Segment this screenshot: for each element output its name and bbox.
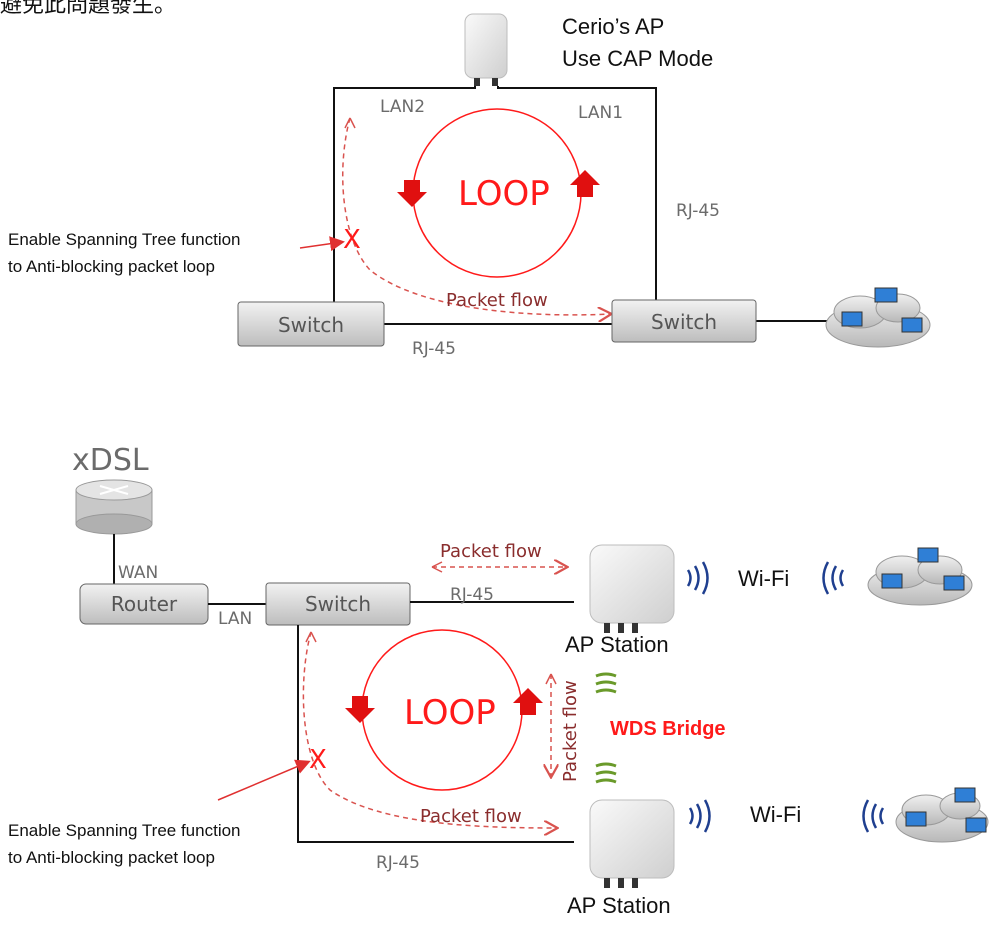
cable-lan1 [497, 86, 657, 300]
packet-flow-bottom-label: Packet flow [420, 806, 522, 827]
packet-flow-label: Packet flow [446, 290, 548, 311]
packet-flow-start-arrow-icon [344, 117, 356, 129]
block-x-mark-bottom: X [309, 745, 327, 775]
ap-station-top-label: AP Station [565, 632, 669, 657]
wifi-waves-out-bottom-icon [688, 799, 711, 833]
loop-down-arrow-bottom-icon [345, 696, 375, 723]
cable-lan2 [333, 86, 476, 302]
wds-signal-top-icon [595, 672, 617, 694]
spanning-text-line2: to Anti-blocking packet loop [8, 257, 215, 276]
router-label: Router [111, 592, 178, 616]
packet-flow-vertical-start-arrow-icon [545, 673, 557, 685]
wifi-waves-out-top-icon [686, 561, 709, 595]
top-diagram: Cerio’s AP Use CAP Mode LAN2 LAN1 RJ-45 … [8, 13, 931, 359]
bottom-diagram: xDSL WAN Router LAN Switch RJ-45 RJ-45 P… [8, 443, 989, 918]
switch-left: Switch [237, 301, 385, 347]
packet-flow-vertical-label: Packet flow [560, 680, 581, 782]
packet-flow-bottom-start-arrow-icon [305, 631, 317, 643]
loop-down-arrow-icon [397, 180, 427, 207]
switch-label: Switch [305, 592, 371, 616]
ap-station-bottom-icon [589, 799, 675, 888]
rj45-right-label: RJ-45 [676, 201, 720, 221]
network-cloud-icon [825, 287, 931, 348]
packet-flow-top-label: Packet flow [440, 541, 542, 562]
block-x-mark: X [343, 225, 361, 255]
wifi-bottom-label: Wi-Fi [750, 802, 801, 827]
switch-right: Switch [611, 299, 757, 343]
loop-up-arrow-icon [570, 170, 600, 197]
spanning-pointer-arrow [299, 236, 345, 252]
router-box: Router [79, 583, 209, 625]
packet-flow-bottom-path [302, 631, 556, 828]
switch-right-label: Switch [651, 310, 717, 334]
wds-signal-bottom-icon [595, 762, 617, 784]
wifi-waves-in-bottom-icon [862, 799, 885, 833]
spanning-text-bottom-line1: Enable Spanning Tree function [8, 821, 241, 840]
rj45-bottom-label: RJ-45 [412, 339, 456, 359]
ap-station-bottom-label: AP Station [567, 893, 671, 918]
switch-box: Switch [265, 582, 411, 626]
packet-flow-top-start-arrow-icon [431, 561, 443, 573]
switch-left-label: Switch [278, 313, 344, 337]
loop-label-bottom: LOOP [404, 693, 496, 733]
network-cloud-top-icon [867, 547, 973, 606]
cable-switch-ap-bottom [297, 625, 574, 843]
top-fragment-text: 避免此問題發生。 [0, 0, 176, 17]
spanning-text-line1: Enable Spanning Tree function [8, 230, 241, 249]
spanning-pointer-arrow-bottom [217, 759, 311, 801]
lan1-label: LAN1 [578, 103, 623, 123]
loop-label: LOOP [458, 174, 550, 214]
xdsl-label: xDSL [72, 443, 149, 478]
ap-station-top-icon [589, 544, 675, 633]
wifi-top-label: Wi-Fi [738, 566, 789, 591]
lan2-label: LAN2 [380, 97, 425, 117]
packet-flow-path [342, 117, 610, 315]
ap-caption-line2: Use CAP Mode [562, 46, 713, 71]
xdsl-router-icon [75, 479, 153, 535]
loop-up-arrow-bottom-icon [513, 688, 543, 715]
wan-label: WAN [118, 563, 158, 583]
network-cloud-bottom-icon [895, 787, 989, 843]
wifi-waves-in-top-icon [822, 561, 845, 595]
rj45-top-label: RJ-45 [450, 585, 494, 605]
rj45-bottom-label: RJ-45 [376, 853, 420, 873]
wds-bridge-label: WDS Bridge [610, 718, 726, 740]
cerio-ap-icon [464, 13, 508, 86]
lan-label: LAN [218, 609, 252, 629]
spanning-text-bottom-line2: to Anti-blocking packet loop [8, 848, 215, 867]
ap-caption-line1: Cerio’s AP [562, 14, 664, 39]
